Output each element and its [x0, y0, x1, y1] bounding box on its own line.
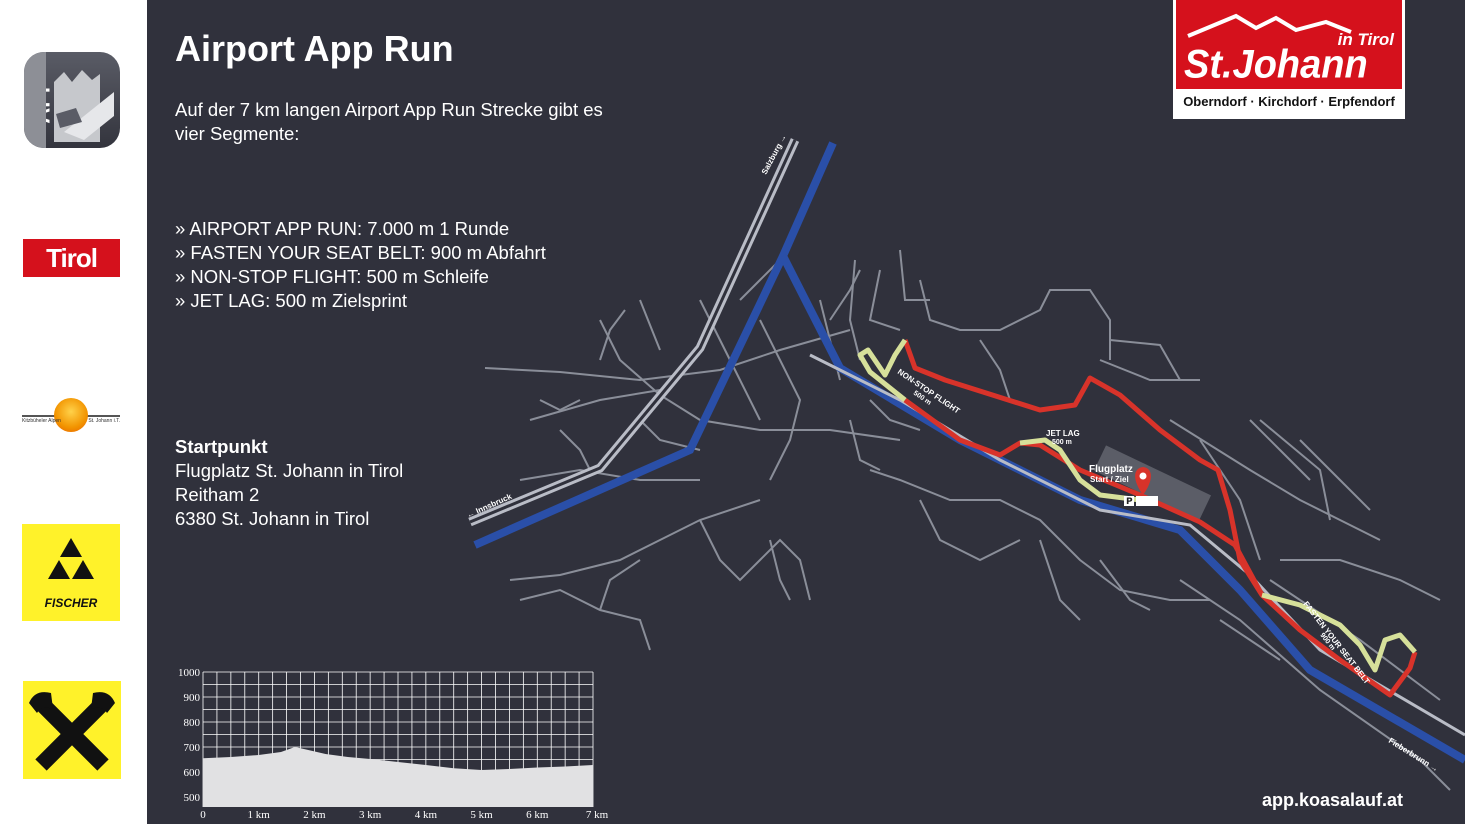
parking-label: P: [1126, 497, 1133, 507]
route-main: [902, 339, 1418, 698]
airfield-icons: [1136, 496, 1158, 506]
segment-list: » AIRPORT APP RUN: 7.000 m 1 Runde » FAS…: [175, 217, 546, 313]
start-finish-marker-icon[interactable]: [1135, 467, 1151, 495]
segment-fasten-seat-belt: [1261, 592, 1417, 673]
start-heading: Startpunkt: [175, 436, 268, 457]
segment-jet-lag: [1019, 437, 1141, 503]
fischer-triangles-icon: FISCHER: [22, 524, 120, 621]
fischer-logo-artwork: [48, 538, 94, 579]
app-logo-artwork: [24, 52, 114, 148]
jet-lag-label: JET LAG: [1046, 429, 1080, 438]
elevation-area: [203, 747, 593, 807]
x-tick-label: 5 km: [470, 809, 493, 821]
chart-x-ticks: 0 1 km 2 km 3 km 4 km 5 km 6 km 7 km: [200, 809, 608, 821]
tirol-logo-icon: Tirol: [23, 239, 120, 277]
x-tick-label: 0: [200, 809, 206, 821]
start-line: Flugplatz St. Johann in Tirol: [175, 460, 404, 481]
brand-red-panel: in Tirol St.Johann: [1176, 0, 1402, 89]
start-point-info: Startpunkt Flugplatz St. Johann in Tirol…: [175, 435, 403, 531]
sun-logo-icon: Kitzbüheler Alpen St. Johann i.T.: [22, 398, 120, 434]
y-tick-label: 1000: [178, 667, 201, 679]
start-line: Reitham 2: [175, 484, 260, 505]
start-line: 6380 St. Johann in Tirol: [175, 508, 370, 529]
river-north: [473, 141, 837, 549]
page-title: Airport App Run: [175, 28, 454, 69]
sun-logo-right-text: St. Johann i.T.: [88, 418, 120, 424]
y-tick-label: 600: [184, 767, 201, 779]
y-tick-label: 500: [184, 792, 201, 804]
parking-sign-icon: [1124, 496, 1134, 506]
segment-non-stop-flight: [857, 338, 908, 402]
y-tick-label: 900: [184, 692, 201, 704]
highway-center-line: [469, 139, 797, 524]
raiffeisen-gable-icon: [23, 681, 121, 779]
segment-item: » NON-STOP FLIGHT: 500 m Schleife: [175, 266, 489, 287]
website-link[interactable]: app.koasalauf.at: [1261, 790, 1403, 810]
st-johann-brand-logo: in Tirol St.Johann Oberndorf · Kirchdorf…: [1173, 0, 1405, 119]
brand-name: St.Johann: [1184, 42, 1368, 88]
airfield-sub-label: Start / Ziel: [1090, 475, 1129, 484]
intro-text: Auf der 7 km langen Airport App Run Stre…: [175, 99, 603, 144]
y-tick-label: 800: [184, 717, 201, 729]
app-logo-icon: APP: [24, 52, 120, 148]
river-main: [779, 254, 1465, 764]
raiffeisen-logo-artwork: [29, 692, 115, 771]
segment-item: » AIRPORT APP RUN: 7.000 m 1 Runde: [175, 218, 510, 239]
x-tick-label: 6 km: [526, 809, 549, 821]
brand-in-tirol: in Tirol: [1337, 30, 1394, 49]
fischer-logo-text: FISCHER: [44, 596, 98, 610]
sun-logo-left-text: Kitzbüheler Alpen: [22, 418, 61, 424]
x-tick-label: 7 km: [586, 809, 609, 821]
mountain-icon: [1187, 13, 1352, 38]
elevation-chart: 500 600 700 800 900 1000 0 1 km 2 km 3 km 4 km 5 k…: [178, 667, 609, 821]
sun-logo-disc: [54, 398, 88, 432]
x-tick-label: 4 km: [415, 809, 438, 821]
jet-lag-length: 500 m: [1052, 439, 1072, 446]
segment-item: » FASTEN YOUR SEAT BELT: 900 m Abfahrt: [175, 242, 546, 263]
airfield-label: Flugplatz: [1089, 464, 1133, 475]
sponsor-sidebar: APP Tirol Kitzbüheler Alpen St. Johann i…: [0, 0, 147, 824]
x-tick-label: 2 km: [303, 809, 326, 821]
street-network: [484, 249, 1451, 791]
chart-y-ticks: 500 600 700 800 900 1000: [178, 667, 201, 804]
segment-item: » JET LAG: 500 m Zielsprint: [175, 290, 408, 311]
x-tick-label: 1 km: [248, 809, 271, 821]
y-tick-label: 700: [184, 742, 201, 754]
x-tick-label: 3 km: [359, 809, 382, 821]
airfield-runway: [1093, 445, 1212, 521]
brand-subtitle: Oberndorf · Kirchdorf · Erpfendorf: [1183, 94, 1395, 109]
